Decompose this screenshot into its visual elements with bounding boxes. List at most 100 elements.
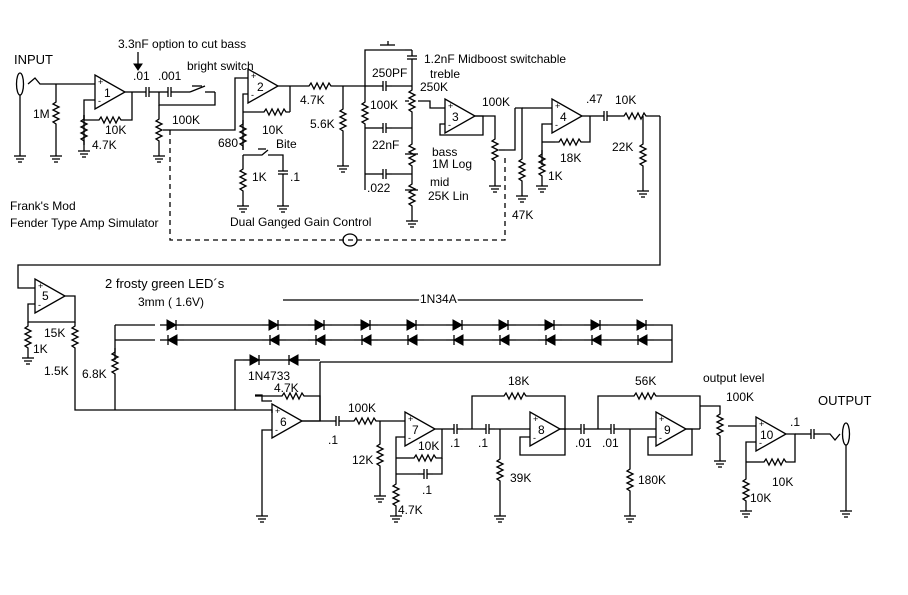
stage-5: 5 1K 15K 1.5K <box>21 278 235 411</box>
svg-text:10K: 10K <box>750 491 771 505</box>
stage-7: 100K 12K 7 10K .1 4.7K .1 <box>345 401 464 523</box>
cap-22nf <box>376 122 393 134</box>
cap-1-stage6 <box>329 415 346 427</box>
svg-text:100K: 100K <box>726 390 754 404</box>
tone-stack: 1.2nF Midboost switchable 250PF treble 2… <box>361 41 566 228</box>
stage-6: 6 4.7K .1 <box>235 362 346 523</box>
bass-cut-note: 3.3nF option to cut bass <box>118 37 246 51</box>
resistor-18k-stage8 <box>499 392 531 400</box>
svg-text:18K: 18K <box>560 151 581 165</box>
svg-text:1K: 1K <box>548 169 563 183</box>
pot-100k-gain-b[interactable] <box>491 134 499 166</box>
resistor-10k-stage2 <box>259 108 291 116</box>
pot-100k-gain-a[interactable] <box>155 114 163 146</box>
svg-text:treble: treble <box>430 67 460 81</box>
input-jack[interactable] <box>15 72 25 96</box>
svg-text:2: 2 <box>257 80 264 94</box>
svg-text:.01: .01 <box>575 436 592 450</box>
resistor-5k6 <box>339 104 347 136</box>
cap-1-stage8in <box>479 423 496 435</box>
opamp-4 <box>551 98 583 134</box>
svg-text:6.8K: 6.8K <box>82 367 107 381</box>
svg-text:.022: .022 <box>367 181 391 195</box>
led-label: 2 frosty green LED´s <box>105 276 225 291</box>
resistor-10k-stage7 <box>409 454 441 462</box>
zener-2 <box>280 354 306 366</box>
svg-text:9: 9 <box>664 423 671 437</box>
opamp-5 <box>34 278 66 314</box>
svg-text:180K: 180K <box>638 473 666 487</box>
cap-midboost[interactable] <box>406 49 418 66</box>
svg-text:15K: 15K <box>44 326 65 340</box>
svg-text:.01: .01 <box>133 69 150 83</box>
svg-text:5.6K: 5.6K <box>310 117 335 131</box>
svg-text:1.5K: 1.5K <box>44 364 69 378</box>
resistor-1k-stage5 <box>24 321 32 353</box>
svg-text:25K Lin: 25K Lin <box>428 189 469 203</box>
svg-text:100K: 100K <box>348 401 376 415</box>
svg-text:47K: 47K <box>512 208 533 222</box>
svg-text:56K: 56K <box>635 374 656 388</box>
svg-text:4.7K: 4.7K <box>398 503 423 517</box>
svg-text:.47: .47 <box>586 92 603 106</box>
svg-text:1K: 1K <box>33 342 48 356</box>
resistor-100k-stage7 <box>349 417 381 425</box>
svg-text:18K: 18K <box>508 374 529 388</box>
svg-text:100K: 100K <box>172 113 200 127</box>
svg-text:4.7K: 4.7K <box>274 381 299 395</box>
led-2 <box>159 334 185 346</box>
svg-text:680: 680 <box>218 136 238 150</box>
svg-text:.1: .1 <box>328 433 338 447</box>
resistor-180k <box>626 464 634 496</box>
stage-9: .01 56K 180K 9 <box>590 374 701 523</box>
pot-mid-25k[interactable] <box>408 179 416 211</box>
svg-text:250PF: 250PF <box>372 66 407 80</box>
cap-1-output <box>804 428 821 440</box>
clipping-network: 2 frosty green LED´s 3mm ( 1.6V) 1N34A 6… <box>82 276 673 410</box>
cap-1-stage7fb <box>417 468 434 480</box>
svg-text:4.7K: 4.7K <box>92 138 117 152</box>
resistor-10k-stage10-fb <box>759 458 791 466</box>
svg-text:.1: .1 <box>422 483 432 497</box>
pot-treble-250k[interactable] <box>408 85 416 117</box>
resistor-10k-stage10-gnd <box>742 474 750 506</box>
svg-text:8: 8 <box>538 423 545 437</box>
cap-1-stage7out <box>447 423 464 435</box>
title-line-2: Fender Type Amp Simulator <box>10 216 159 230</box>
svg-text:5: 5 <box>42 289 49 303</box>
pot-output-level[interactable] <box>716 409 724 441</box>
svg-text:1: 1 <box>104 86 111 100</box>
svg-text:.1: .1 <box>478 436 488 450</box>
resistor-39k <box>496 454 504 486</box>
svg-text:10K: 10K <box>105 123 126 137</box>
svg-text:.01: .01 <box>602 436 619 450</box>
pot-bass-1m[interactable] <box>408 139 416 171</box>
gain-control-label: Dual Ganged Gain Control <box>230 215 371 229</box>
opamp-6 <box>271 403 303 439</box>
diode-string <box>261 319 673 363</box>
svg-text:7: 7 <box>412 423 419 437</box>
bright-switch[interactable] <box>189 85 206 93</box>
led-size-label: 3mm ( 1.6V) <box>138 295 204 309</box>
output-level-label: output level <box>703 371 764 385</box>
resistor-100k-tone <box>361 97 369 129</box>
output-jack[interactable] <box>841 422 851 446</box>
opamp-8 <box>529 411 561 447</box>
svg-text:10K: 10K <box>418 439 439 453</box>
resistor-6k8 <box>111 347 119 379</box>
svg-text:22nF: 22nF <box>372 138 399 152</box>
resistor-18k-stage4 <box>554 138 586 146</box>
bite-label: Bite <box>276 137 297 151</box>
svg-text:10K: 10K <box>772 475 793 489</box>
output-label: OUTPUT <box>818 393 872 408</box>
svg-text:22K: 22K <box>612 140 633 154</box>
cap-001-bright <box>161 86 178 98</box>
opamp-3 <box>444 98 476 134</box>
svg-text:10K: 10K <box>262 123 283 137</box>
resistor-4k7-stage2 <box>304 82 336 90</box>
svg-text:.1: .1 <box>450 436 460 450</box>
zener-pair: 1N4733 <box>234 354 320 410</box>
svg-text:6: 6 <box>280 415 287 429</box>
svg-text:mid: mid <box>430 175 449 189</box>
input-label: INPUT <box>14 52 53 67</box>
